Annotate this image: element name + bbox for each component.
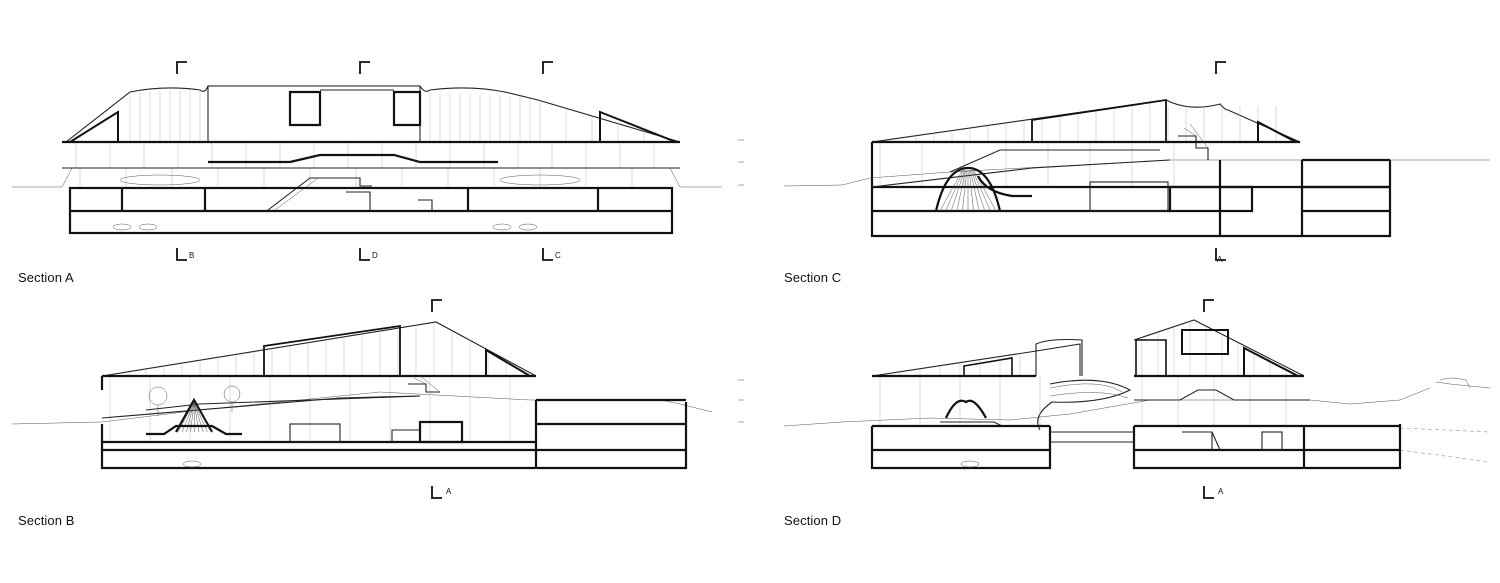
section-marker-a: A: [1218, 487, 1224, 496]
section-d-title: Section D: [784, 513, 842, 528]
section-b-drawing: [11, 299, 744, 499]
section-marker-a: A: [446, 487, 452, 496]
section-marker-a: A: [1217, 255, 1223, 264]
section-a-panel: B D C Section A: [0, 0, 750, 291]
section-d-drawing: [783, 299, 1491, 499]
section-a-drawing: [12, 61, 744, 261]
section-b-title: Section B: [18, 513, 75, 528]
section-c-panel: A Section C: [750, 0, 1500, 291]
section-marker-b: B: [189, 251, 195, 260]
section-a-title: Section A: [18, 270, 74, 285]
section-d-panel: A Section D: [750, 292, 1500, 583]
section-c-title: Section C: [784, 270, 842, 285]
section-marker-d: D: [372, 251, 378, 260]
section-c-drawing: [783, 61, 1490, 261]
section-b-panel: A Section B: [0, 292, 750, 583]
section-marker-c: C: [555, 251, 561, 260]
